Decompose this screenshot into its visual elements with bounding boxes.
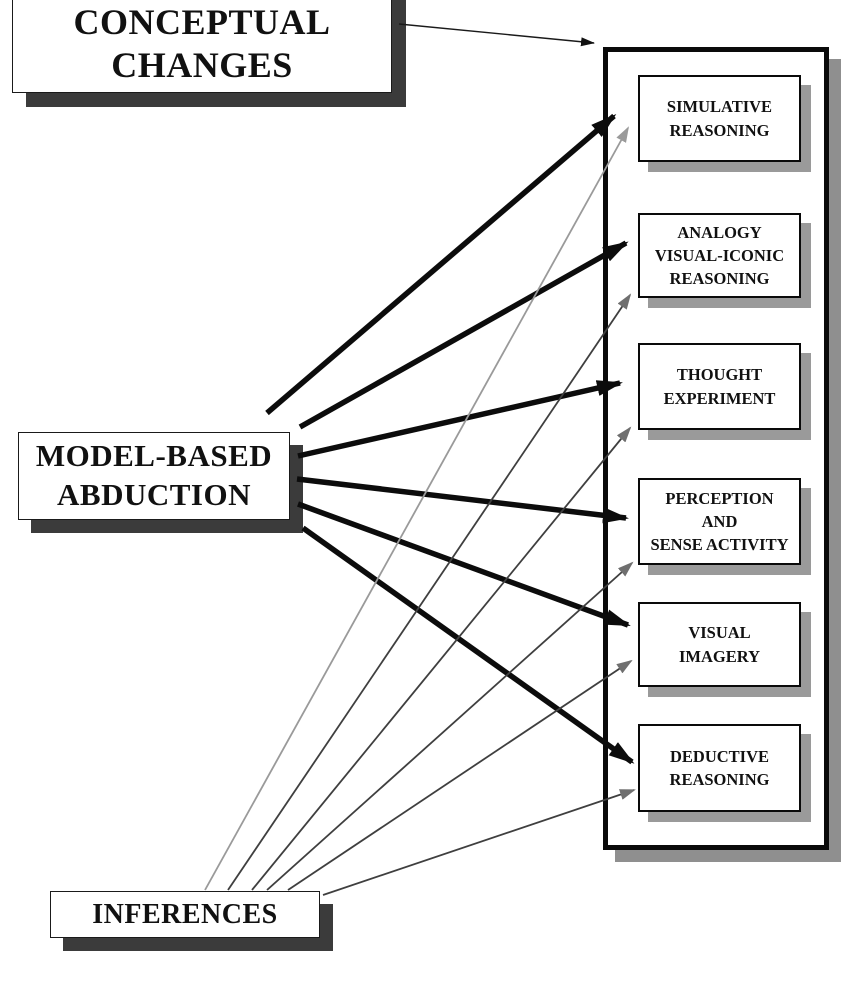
model-based-abduction-box: MODEL-BASED ABDUCTION xyxy=(18,432,290,520)
model-based-abduction-label: MODEL-BASED ABDUCTION xyxy=(35,438,273,512)
panel-box-label-line: VISUAL-ICONIC xyxy=(654,245,785,265)
panel-box-label-line: THOUGHT xyxy=(676,365,763,385)
arrow-inferences-to-visual-imagery xyxy=(287,659,633,891)
panel-box-label-line: REASONING xyxy=(669,120,770,140)
panel-box-label-line: REASONING xyxy=(669,770,770,789)
panel-box-analogy-visual-iconic: ANALOGY VISUAL-ICONIC REASONING xyxy=(638,213,801,298)
arrow-inferences-to-analogy-visual-iconic xyxy=(227,293,632,891)
conceptual-changes-label: CONCEPTUAL CHANGES xyxy=(73,2,331,85)
arrow-inferences-to-perception-sense xyxy=(266,561,634,891)
panel-box-thought-experiment: THOUGHT EXPERIMENT xyxy=(638,343,801,430)
arrow-conceptual-changes-to-panel xyxy=(398,23,595,47)
panel-box-label-line: PERCEPTION xyxy=(665,488,774,508)
arrow-abduction-to-simulative-reasoning xyxy=(265,113,617,416)
inferences-box: INFERENCES xyxy=(50,891,320,938)
inferences-label: INFERENCES xyxy=(92,898,278,930)
arrow-inferences-to-thought-experiment xyxy=(251,426,632,891)
panel-box-label-line: SIMULATIVE xyxy=(666,97,773,117)
panel-box-label-line: AND xyxy=(701,511,738,531)
panel-box-perception-sense: PERCEPTION AND SENSE ACTIVITY xyxy=(638,478,801,565)
arrow-inferences-to-deductive-reasoning xyxy=(322,789,636,896)
panel-box-label-line: EXPERIMENT xyxy=(663,388,776,408)
arrow-abduction-to-deductive-reasoning xyxy=(301,525,635,765)
panel-box-simulative-reasoning: SIMULATIVE REASONING xyxy=(638,75,801,162)
panel-box-label-line: SENSE ACTIVITY xyxy=(650,535,789,555)
panel-box-deductive-reasoning: DEDUCTIVE REASONING xyxy=(638,724,801,812)
panel-box-label-line: DEDUCTIVE xyxy=(669,746,770,766)
panel-box-label-line: REASONING xyxy=(669,269,770,289)
arrow-abduction-to-visual-imagery xyxy=(297,501,631,628)
arrow-abduction-to-perception-sense xyxy=(296,476,629,524)
reasoning-types-panel: SIMULATIVE REASONING ANALOGY VISUAL-ICONIC R… xyxy=(603,47,829,850)
arrow-abduction-to-analogy-visual-iconic xyxy=(298,240,629,430)
panel-box-label-line: IMAGERY xyxy=(678,646,760,666)
conceptual-changes-box: CONCEPTUAL CHANGES xyxy=(12,0,392,93)
panel-box-label-line: ANALOGY xyxy=(677,222,762,242)
arrow-abduction-to-thought-experiment xyxy=(297,380,623,459)
panel-box-visual-imagery: VISUAL IMAGERY xyxy=(638,602,801,687)
panel-box-label-line: VISUAL xyxy=(688,623,751,643)
